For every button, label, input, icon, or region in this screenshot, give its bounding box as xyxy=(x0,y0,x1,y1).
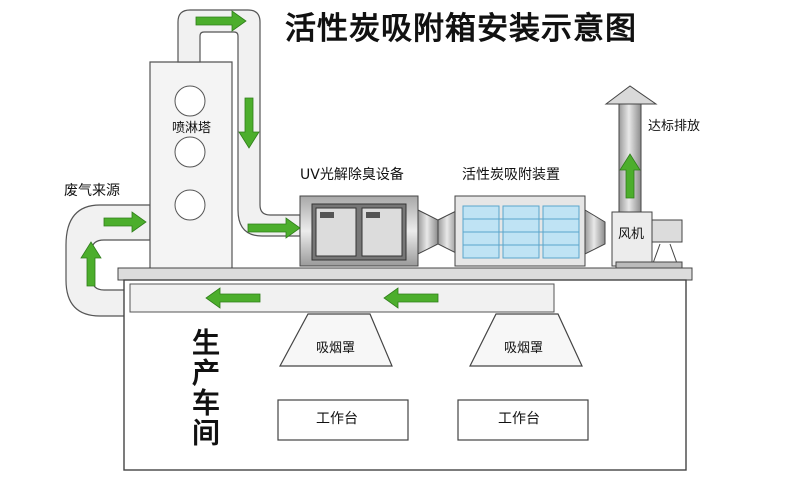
work-bench-2 xyxy=(457,399,589,441)
label-waste-gas-source: 废气来源 xyxy=(64,183,120,199)
flow-arrow-top xyxy=(195,10,247,32)
flow-arrow-duct-left-1 xyxy=(205,287,261,309)
work-bench-1 xyxy=(277,399,409,441)
connector-duct xyxy=(417,209,439,255)
label-spray-tower: 喷淋塔 xyxy=(172,121,212,136)
fan-body xyxy=(611,211,653,267)
fan-outlet xyxy=(651,219,683,243)
flow-arrow-up-inlet xyxy=(80,241,102,287)
spray-nozzle-3 xyxy=(174,189,206,221)
flow-arrow-into-tower xyxy=(103,211,147,233)
label-hood-1: 吸烟罩 xyxy=(316,341,356,356)
chimney-cap xyxy=(604,85,658,105)
label-emission: 达标排放 xyxy=(648,119,701,134)
flow-arrow-down xyxy=(238,97,260,149)
flow-arrow-up-chimney xyxy=(619,153,641,199)
smoke-hood-2 xyxy=(469,313,583,367)
collection-duct xyxy=(129,283,555,313)
label-workshop: 生产车间 xyxy=(188,328,221,448)
flow-arrow-into-uv xyxy=(247,217,301,239)
label-uv-device: UV光解除臭设备 xyxy=(300,167,404,183)
label-hood-2: 吸烟罩 xyxy=(504,341,544,356)
smoke-hood-1 xyxy=(278,313,393,367)
label-bench-1: 工作台 xyxy=(316,411,358,427)
label-fan: 风机 xyxy=(618,227,645,242)
label-carbon-device: 活性炭吸附装置 xyxy=(462,167,560,183)
workshop-roof xyxy=(117,267,693,281)
label-bench-2: 工作台 xyxy=(498,411,540,427)
uv-door-2 xyxy=(361,207,403,257)
spray-nozzle-2 xyxy=(174,136,206,168)
flow-arrow-duct-left-2 xyxy=(383,287,439,309)
spray-nozzle-1 xyxy=(174,85,206,117)
diagram-title: 活性炭吸附箱安装示意图 xyxy=(285,11,637,47)
